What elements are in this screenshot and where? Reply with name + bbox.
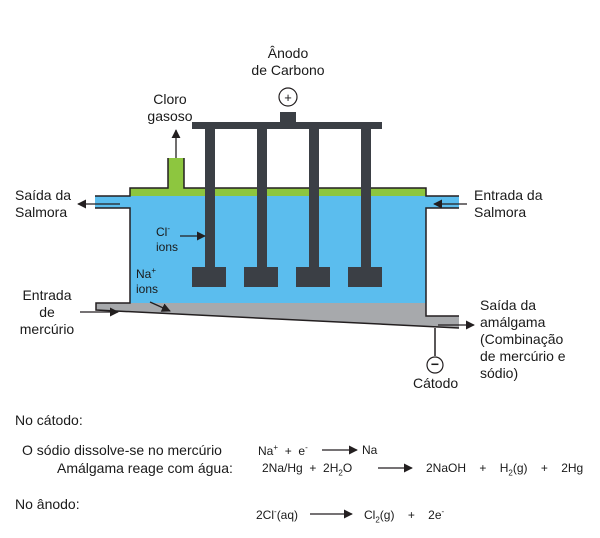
cathode-heading: No cátodo: xyxy=(15,412,83,428)
anode-block xyxy=(348,267,382,287)
dissolve-product: Na xyxy=(362,443,378,457)
mercury-layer xyxy=(96,303,459,328)
amalgam-text: Amálgama reage com água: xyxy=(57,460,233,476)
cl-ion-label: Cl- ions xyxy=(156,224,179,254)
anode-reactant: 2Cl-(aq) xyxy=(256,507,299,522)
dissolve-text: O sódio dissolve-se no mercúrio xyxy=(22,442,222,458)
anode-rod xyxy=(257,129,267,267)
dissolve-equation: Na+ + e- xyxy=(258,443,308,458)
anode-block xyxy=(296,267,330,287)
anode-plus-circle xyxy=(278,87,298,107)
anode-rod xyxy=(361,129,371,267)
anode-heading: No ânodo: xyxy=(15,496,80,512)
carbon-anode-assembly xyxy=(192,112,382,287)
anode-products: Cl2(g) + 2e- xyxy=(364,507,445,525)
na-ion-label: Na+ ions xyxy=(136,266,159,296)
cathode-minus-sign: − xyxy=(430,356,440,372)
tank-outline xyxy=(95,158,460,329)
na-ion-arrow xyxy=(149,301,171,312)
anode-block xyxy=(244,267,278,287)
anode-block xyxy=(192,267,226,287)
anode-rod xyxy=(205,129,215,267)
cathode-label: Cátodo xyxy=(413,375,459,391)
amalgam-products: 2NaOH + H2(g) + 2Hg xyxy=(426,461,584,478)
anode-plus-sign: + xyxy=(284,90,292,105)
amalgam-out-label: Saída da amálgama (Combinação de mercúri… xyxy=(480,297,566,381)
chlorine-gas-layer xyxy=(130,188,426,196)
cathode-minus-circle xyxy=(426,356,444,374)
amalgam-reactants: 2Na/Hg + 2H2O xyxy=(262,461,353,478)
anode-rod xyxy=(309,129,319,267)
chlorine-outlet-pipe xyxy=(168,158,184,190)
